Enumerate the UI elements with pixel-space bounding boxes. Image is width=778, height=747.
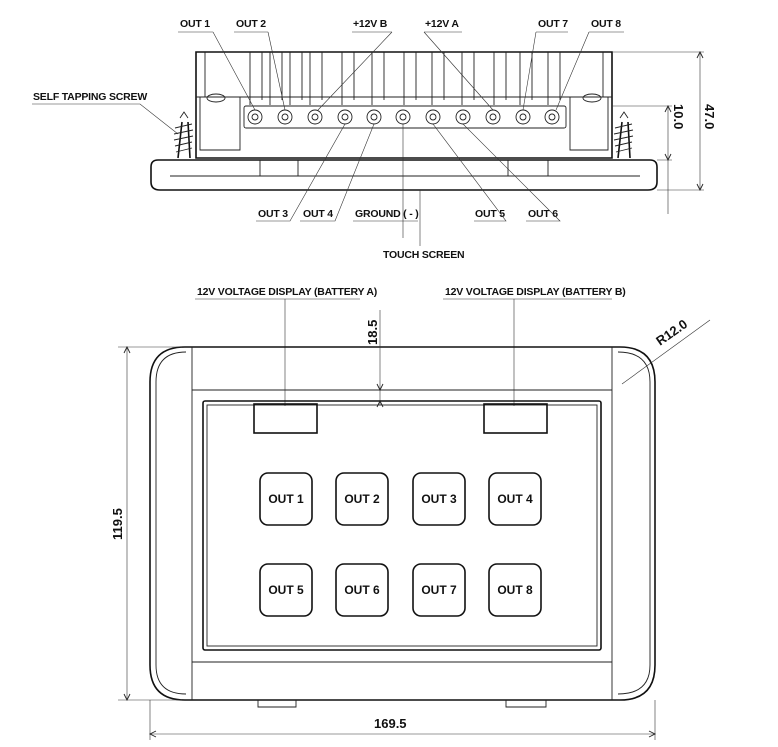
dim-height: 119.5: [110, 508, 125, 540]
button-out5-label: OUT 5: [268, 583, 304, 597]
label-out5-bottom: OUT 5: [475, 208, 505, 220]
label-display-b: 12V VOLTAGE DISPLAY (BATTERY B): [445, 286, 626, 298]
label-out8-top: OUT 8: [591, 18, 621, 30]
dim-radius: R12.0: [653, 316, 690, 348]
label-out7-top: OUT 7: [538, 18, 568, 30]
label-out3-bottom: OUT 3: [258, 208, 288, 220]
front-frame-outer: [149, 346, 656, 701]
button-out7[interactable]: OUT 7: [412, 563, 466, 617]
label-touch-screen: TOUCH SCREEN: [383, 249, 464, 261]
button-out7-label: OUT 7: [421, 583, 457, 597]
terminal-screws: [243, 105, 567, 129]
label-out2-top: OUT 2: [236, 18, 266, 30]
button-out6[interactable]: OUT 6: [335, 563, 389, 617]
dim-width: 169.5: [374, 716, 407, 731]
side-view: OUT 1 OUT 2 +12V B +12V A OUT 7 OUT 8: [32, 18, 717, 261]
label-self-tapping-screw: SELF TAPPING SCREW: [33, 91, 147, 103]
dim-47: 47.0: [702, 104, 717, 129]
button-out2[interactable]: OUT 2: [335, 472, 389, 526]
label-12va: +12V A: [425, 18, 459, 30]
button-out1-label: OUT 1: [268, 492, 304, 506]
front-view: 12V VOLTAGE DISPLAY (BATTERY A) 12V VOLT…: [110, 286, 711, 740]
label-out4-bottom: OUT 4: [303, 208, 333, 220]
terminal-slots: [249, 52, 561, 105]
dim-10: 10.0: [671, 104, 686, 129]
label-ground: GROUND ( - ): [355, 208, 419, 220]
label-out1-top: OUT 1: [180, 18, 210, 30]
label-display-a: 12V VOLTAGE DISPLAY (BATTERY A): [197, 286, 377, 298]
button-out3-label: OUT 3: [421, 492, 457, 506]
touch-screen-area: [202, 400, 602, 651]
button-out5[interactable]: OUT 5: [259, 563, 313, 617]
screw-left: [173, 111, 194, 159]
button-out8-label: OUT 8: [497, 583, 533, 597]
voltage-display-b: [483, 403, 548, 434]
screw-right: [613, 111, 634, 159]
button-out1[interactable]: OUT 1: [259, 472, 313, 526]
label-12vb: +12V B: [353, 18, 388, 30]
button-out6-label: OUT 6: [344, 583, 380, 597]
dim-18-5: 18.5: [365, 320, 380, 345]
voltage-display-a: [253, 403, 318, 434]
base-plate: [150, 159, 658, 191]
housing-upper: [195, 51, 613, 159]
label-out6-bottom: OUT 6: [528, 208, 558, 220]
button-out4-label: OUT 4: [497, 492, 533, 506]
button-out8[interactable]: OUT 8: [488, 563, 542, 617]
side-dimensions: 10.0 47.0: [612, 50, 717, 214]
button-out3[interactable]: OUT 3: [412, 472, 466, 526]
button-out4[interactable]: OUT 4: [488, 472, 542, 526]
button-out2-label: OUT 2: [344, 492, 380, 506]
